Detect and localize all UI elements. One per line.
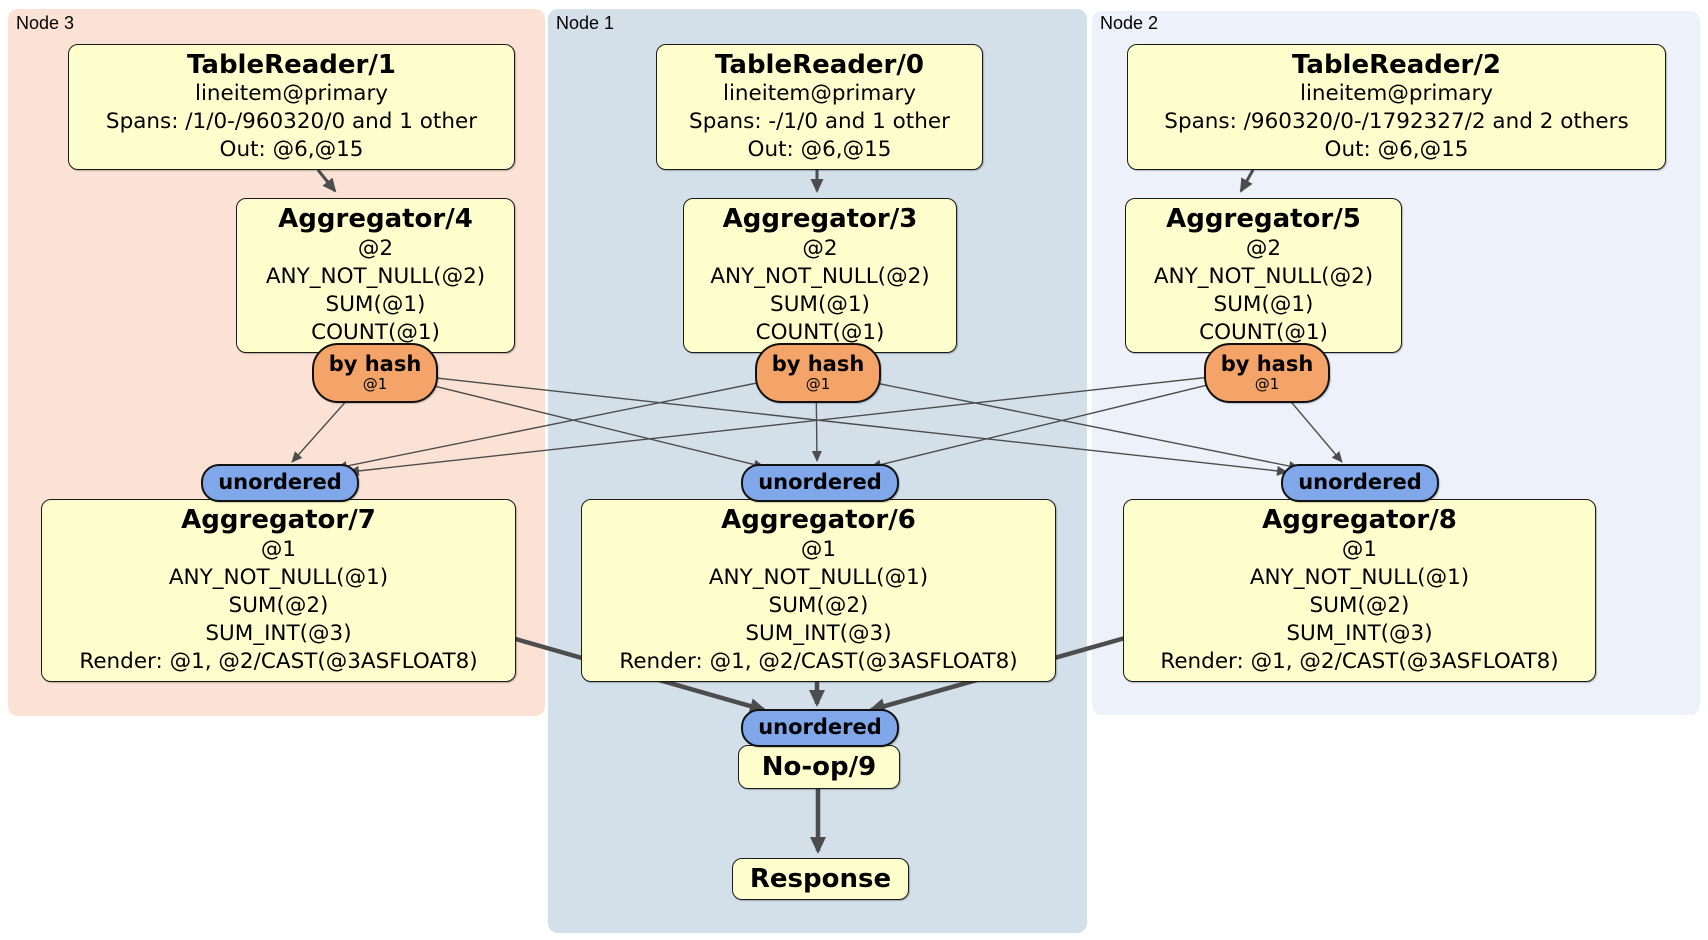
node-agg-fn: SUM_INT(@3) (745, 620, 892, 646)
stream-unordered-node3: unordered (201, 464, 359, 502)
node-title: Aggregator/3 (722, 204, 918, 235)
edge-hash3-un2 (372, 370, 1288, 476)
by-hash-key: @1 (362, 375, 388, 394)
node-spans: Spans: /960320/0-/1792327/2 and 2 others (1164, 109, 1629, 135)
node-agg-fn: SUM(@1) (1213, 291, 1314, 317)
node-index: lineitem@primary (722, 81, 917, 107)
node-title: TableReader/1 (187, 49, 396, 80)
edges-hash-mesh (291, 370, 1343, 476)
node-agg-fn: SUM(@2) (1309, 592, 1410, 618)
stream-unordered-node2: unordered (1281, 464, 1439, 502)
node-groupcols: @2 (357, 235, 394, 261)
node-agg-fn: ANY_NOT_NULL(@2) (710, 263, 930, 289)
by-hash-key: @1 (1254, 375, 1280, 394)
node-title: Aggregator/8 (1262, 505, 1457, 536)
node-tablereader-0: TableReader/0 lineitem@primary Spans: -/… (656, 44, 983, 170)
node-title: Aggregator/6 (721, 505, 916, 536)
node-title: Aggregator/4 (278, 204, 473, 235)
stream-by-hash-node3: by hash @1 (312, 343, 438, 403)
node-agg-fn: COUNT(@1) (311, 319, 440, 345)
node-out: Out: @6,@15 (747, 137, 892, 163)
node-agg-fn: COUNT(@1) (755, 319, 885, 345)
unordered-label: unordered (1298, 470, 1422, 495)
node-render: Render: @1, @2/CAST(@3ASFLOAT8) (1160, 648, 1559, 674)
node-agg-fn: SUM_INT(@3) (205, 620, 352, 646)
edges-tablereader-to-aggregator (316, 169, 1255, 193)
node-groupcols: @2 (802, 235, 838, 261)
node-groupcols: @1 (260, 536, 297, 562)
region-node2-label: Node 2 (1100, 13, 1159, 33)
node-title: TableReader/2 (1292, 49, 1501, 80)
node-groupcols: @2 (1245, 235, 1282, 261)
by-hash-key: @1 (805, 375, 831, 394)
stream-by-hash-node1: by hash @1 (755, 343, 881, 403)
node-title: Response (749, 863, 892, 894)
node-aggregator-3: Aggregator/3 @2 ANY_NOT_NULL(@2) SUM(@1)… (683, 198, 957, 353)
node-spans: Spans: /1/0-/960320/0 and 1 other (105, 109, 478, 135)
region-node1-label: Node 1 (556, 13, 615, 33)
node-index: lineitem@primary (194, 81, 389, 107)
region-node3-label: Node 3 (16, 13, 75, 33)
unordered-label: unordered (218, 470, 342, 495)
node-tablereader-1: TableReader/1 lineitem@primary Spans: /1… (68, 44, 515, 170)
node-agg-fn: SUM(@2) (228, 592, 329, 618)
stream-unordered-node1: unordered (741, 464, 899, 502)
node-response: Response (732, 858, 909, 900)
node-agg-fn: SUM(@2) (768, 592, 869, 618)
edge-hash1-un3 (336, 370, 817, 471)
edge-tr2-agg5 (1239, 169, 1255, 193)
node-out: Out: @6,@15 (1324, 137, 1469, 163)
stream-by-hash-node2: by hash @1 (1204, 343, 1330, 403)
stream-unordered-final: unordered (741, 709, 899, 747)
unordered-label: unordered (758, 470, 882, 495)
unordered-label: unordered (758, 715, 882, 740)
node-title: No-op/9 (761, 751, 877, 782)
node-agg-fn: ANY_NOT_NULL(@2) (265, 263, 486, 289)
node-agg-fn: SUM(@1) (325, 291, 426, 317)
by-hash-label: by hash (771, 352, 865, 377)
node-aggregator-4: Aggregator/4 @2 ANY_NOT_NULL(@2) SUM(@1)… (236, 198, 515, 353)
node-noop-9: No-op/9 (738, 745, 900, 789)
node-groupcols: @1 (800, 536, 837, 562)
edge-hash3-un1 (372, 370, 765, 470)
node-render: Render: @1, @2/CAST(@3ASFLOAT8) (619, 648, 1018, 674)
node-out: Out: @6,@15 (219, 137, 364, 163)
by-hash-label: by hash (1220, 352, 1314, 377)
edge-hash2-un1 (870, 370, 1266, 470)
by-hash-label: by hash (328, 352, 422, 377)
node-agg-fn: SUM_INT(@3) (1286, 620, 1433, 646)
node-title: TableReader/0 (715, 49, 924, 80)
node-aggregator-8: Aggregator/8 @1 ANY_NOT_NULL(@1) SUM(@2)… (1123, 499, 1596, 682)
node-title: Aggregator/5 (1166, 204, 1361, 235)
edge-hash1-un2 (815, 370, 1300, 471)
node-agg-fn: ANY_NOT_NULL(@1) (1249, 564, 1470, 590)
node-groupcols: @1 (1341, 536, 1378, 562)
node-agg-fn: ANY_NOT_NULL(@1) (168, 564, 389, 590)
node-tablereader-2: TableReader/2 lineitem@primary Spans: /9… (1127, 44, 1666, 170)
node-render: Render: @1, @2/CAST(@3ASFLOAT8) (79, 648, 478, 674)
node-agg-fn: ANY_NOT_NULL(@2) (1153, 263, 1374, 289)
node-agg-fn: ANY_NOT_NULL(@1) (708, 564, 929, 590)
node-aggregator-6: Aggregator/6 @1 ANY_NOT_NULL(@1) SUM(@2)… (581, 499, 1056, 682)
node-agg-fn: SUM(@1) (770, 291, 870, 317)
node-index: lineitem@primary (1299, 81, 1494, 107)
node-spans: Spans: -/1/0 and 1 other (689, 109, 950, 135)
node-title: Aggregator/7 (181, 505, 376, 536)
node-aggregator-7: Aggregator/7 @1 ANY_NOT_NULL(@1) SUM(@2)… (41, 499, 516, 682)
edge-tr1-agg4 (316, 169, 337, 193)
node-aggregator-5: Aggregator/5 @2 ANY_NOT_NULL(@2) SUM(@1)… (1125, 198, 1402, 353)
node-agg-fn: COUNT(@1) (1199, 319, 1328, 345)
edge-hash2-un3 (348, 370, 1266, 476)
